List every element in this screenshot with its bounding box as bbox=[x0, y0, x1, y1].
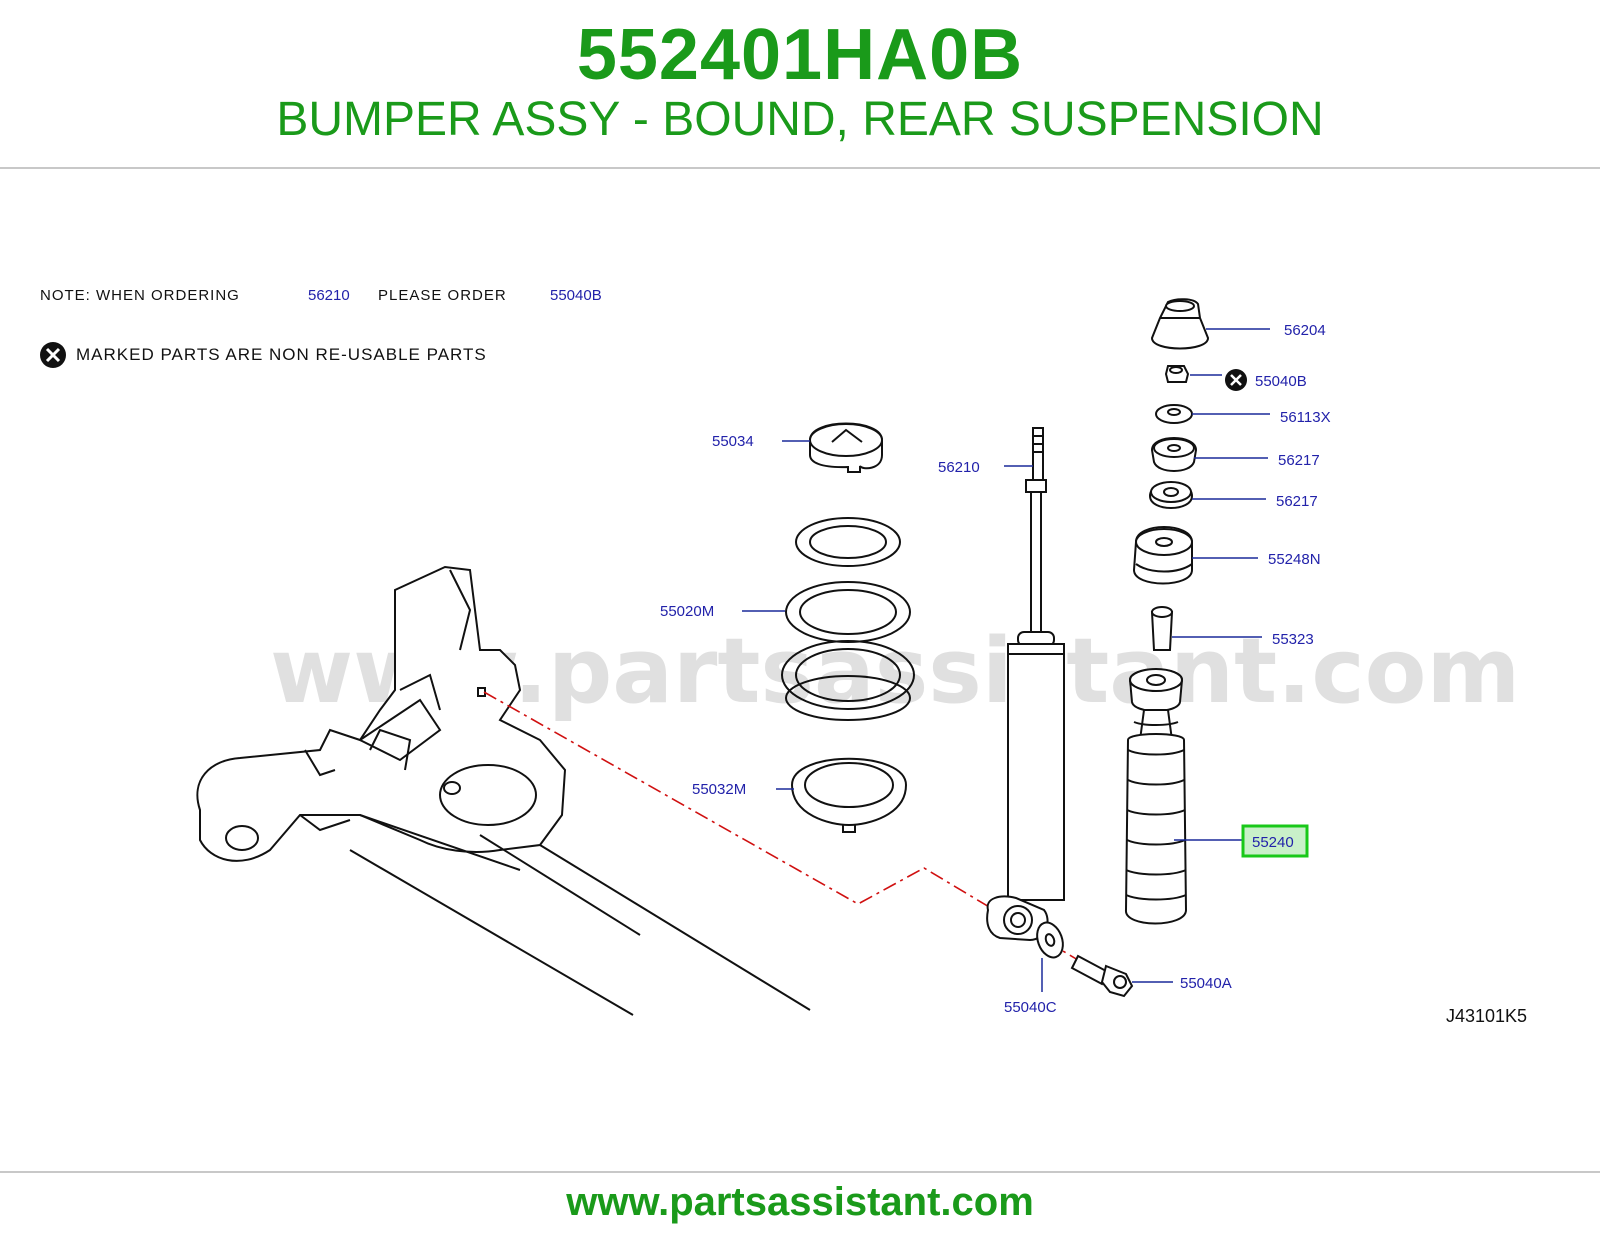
callout-55032M[interactable]: 55032M bbox=[692, 781, 746, 798]
note-line-1-middle: PLEASE ORDER bbox=[378, 287, 507, 304]
upper-spring-seat-55034[interactable] bbox=[809, 422, 883, 473]
callout-55323[interactable]: 55323 bbox=[1272, 631, 1314, 648]
note-ref-56210[interactable]: 56210 bbox=[308, 287, 350, 304]
non-reusable-x-icon bbox=[40, 342, 66, 368]
sleeve-55323[interactable] bbox=[1150, 606, 1174, 651]
bushing-55248N[interactable] bbox=[1132, 526, 1193, 585]
non-reusable-x-icon-55040B bbox=[1225, 369, 1247, 391]
part-number-title: 552401HA0B bbox=[576, 15, 1024, 95]
bound-bumper-55240[interactable] bbox=[1124, 668, 1188, 925]
callout-55248N[interactable]: 55248N bbox=[1268, 551, 1321, 568]
washer-55040C[interactable] bbox=[1033, 919, 1068, 961]
parts-diagram-svg: www.partsassistant.com NOTE: WHEN ORDERI… bbox=[40, 287, 1527, 1026]
bolt-55040A[interactable] bbox=[1070, 954, 1134, 998]
part-description: BUMPER ASSY - BOUND, REAR SUSPENSION bbox=[276, 93, 1324, 146]
note-ref-55040B[interactable]: 55040B bbox=[550, 287, 602, 304]
highlight-box-55240 bbox=[1241, 824, 1309, 858]
note-line-2: MARKED PARTS ARE NON RE-USABLE PARTS bbox=[76, 345, 487, 364]
footer-website-link[interactable]: www.partsassistant.com bbox=[566, 1180, 1034, 1224]
diagram-id: J43101K5 bbox=[1446, 1006, 1527, 1026]
note-line-1-prefix: NOTE: WHEN ORDERING bbox=[40, 287, 240, 304]
header-divider bbox=[0, 167, 1600, 169]
callout-56217-lower[interactable]: 56217 bbox=[1276, 493, 1318, 510]
nut-55040B[interactable] bbox=[1164, 365, 1190, 383]
footer-divider bbox=[0, 1171, 1600, 1173]
coil-spring-55020M[interactable] bbox=[781, 517, 915, 721]
washer-56113X[interactable] bbox=[1155, 404, 1193, 424]
dust-cap-56204[interactable] bbox=[1150, 298, 1210, 350]
callout-55040C[interactable]: 55040C bbox=[1004, 999, 1057, 1016]
shock-absorber-56210[interactable] bbox=[986, 427, 1065, 942]
callout-55020M[interactable]: 55020M bbox=[660, 603, 714, 620]
callout-55240[interactable]: 55240 bbox=[1252, 834, 1294, 851]
callout-55040B[interactable]: 55040B bbox=[1255, 373, 1307, 390]
parts-diagram: www.partsassistant.com NOTE: WHEN ORDERI… bbox=[0, 270, 1600, 1050]
insulator-56217-lower[interactable] bbox=[1148, 481, 1194, 509]
lower-spring-seat-55032M[interactable] bbox=[790, 757, 908, 833]
page-header: 552401HA0B BUMPER ASSY - BOUND, REAR SUS… bbox=[0, 0, 1600, 168]
callout-56204[interactable]: 56204 bbox=[1284, 322, 1326, 339]
insulator-56217-upper[interactable] bbox=[1150, 437, 1198, 472]
callout-56210[interactable]: 56210 bbox=[938, 459, 980, 476]
callout-55040A[interactable]: 55040A bbox=[1180, 975, 1232, 992]
callout-55034[interactable]: 55034 bbox=[712, 433, 754, 450]
callout-56113X[interactable]: 56113X bbox=[1280, 409, 1331, 426]
callout-56217-upper[interactable]: 56217 bbox=[1278, 452, 1320, 469]
rear-axle-beam-drawing bbox=[196, 565, 811, 1016]
